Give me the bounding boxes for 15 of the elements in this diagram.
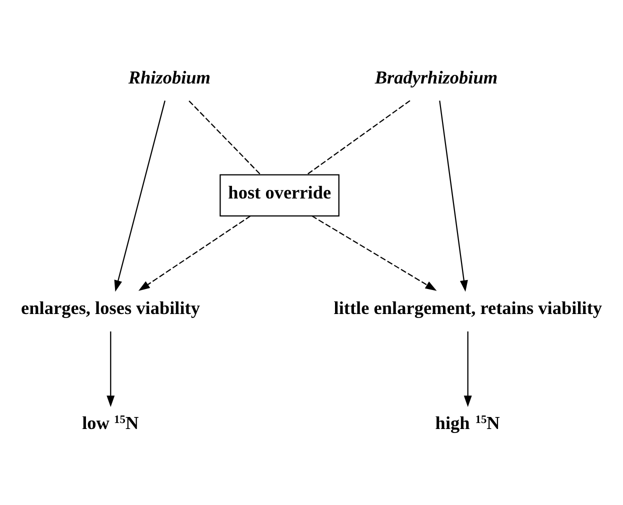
arrow [439, 100, 468, 292]
arrow [106, 330, 115, 407]
connector [188, 100, 262, 175]
arrow [114, 100, 166, 292]
arrow [312, 214, 437, 290]
node-text: little enlargement, retains viability [334, 297, 602, 318]
node-text: low $^{15}$N [82, 412, 139, 433]
node-text: Bradyrhizobium [374, 66, 498, 87]
connector [306, 100, 410, 175]
node-text: enlarges, loses viability [21, 297, 200, 318]
node-box: host override [220, 174, 340, 216]
arrow [464, 330, 472, 407]
node-text: high $^{15}$N [435, 412, 500, 433]
arrow [138, 214, 251, 290]
node-text: Rhizobium [128, 66, 211, 87]
